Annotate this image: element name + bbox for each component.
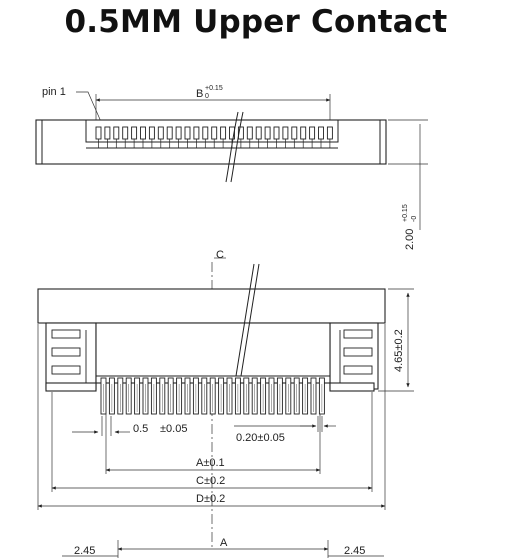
page-title: 0.5MM Upper Contact	[64, 4, 448, 40]
top-pin-slot	[202, 126, 209, 140]
left-rib	[51, 347, 81, 357]
height-tol-upper: +0.15	[402, 204, 409, 222]
left-rib	[51, 365, 81, 375]
top-pin-slot	[318, 126, 324, 140]
side-ribs	[51, 329, 373, 383]
c-dim-label: C±0.2	[196, 475, 225, 487]
top-pin-slot	[184, 126, 191, 140]
top-pin-slot	[220, 126, 227, 140]
pitch-label: 0.5	[133, 423, 148, 435]
height2-label: 4.65±0.2	[393, 329, 405, 372]
top-pin-slot	[273, 126, 280, 140]
right-245-label: 2.45	[344, 545, 365, 557]
top-pin-slot	[282, 126, 289, 140]
top-pin-slot	[326, 126, 333, 140]
pinwidth-label: 0.20±0.05	[236, 432, 285, 444]
bottom-a-label: A	[220, 537, 228, 549]
centerline-label: C	[216, 249, 224, 261]
height-tol-lower: -0	[411, 216, 418, 222]
left-rib	[51, 329, 81, 339]
top-pin-slot	[246, 126, 253, 140]
right-rib	[343, 365, 373, 375]
top-pin-slot	[300, 126, 307, 140]
front-view: C 4.65±0.2 0.5 ±0.05	[37, 249, 414, 550]
top-pin-slot	[95, 126, 102, 140]
top-pin-slot	[166, 126, 173, 140]
top-pin-slot	[291, 126, 298, 140]
left-245-label: 2.45	[74, 545, 95, 557]
top-pin-slot	[157, 126, 164, 140]
top-pin-slot	[131, 126, 138, 140]
left-foot	[45, 382, 97, 392]
top-pin-slot	[122, 126, 129, 140]
top-pin-slot	[148, 126, 155, 140]
top-pin-slot	[264, 126, 271, 140]
right-rib	[343, 347, 373, 357]
top-break-line-2	[230, 111, 244, 183]
top-pin-slot	[175, 126, 182, 140]
top-pin-row	[95, 126, 333, 148]
pitch-tol-label: ±0.05	[160, 423, 187, 435]
front-main-body	[95, 322, 331, 384]
top-pin-slot	[193, 126, 200, 140]
b-tol-upper: +0.15	[205, 85, 223, 92]
b-dimension-label: B	[196, 88, 203, 100]
a-dim-label: A±0.1	[196, 457, 225, 469]
top-view: pin 1 B +0.15 0 2.00 +0.15 -0	[35, 85, 428, 250]
b-tol-lower: 0	[205, 93, 209, 100]
front-housing-top	[37, 288, 386, 324]
front-break-line-2	[240, 263, 260, 377]
top-pin-slot	[113, 126, 120, 140]
pcb-layout-dims: A 2.45 2.45	[62, 537, 384, 558]
right-foot	[329, 382, 375, 392]
top-pin-slot	[140, 126, 146, 140]
top-contact-slot	[85, 119, 339, 143]
height-label: 2.00	[404, 229, 416, 250]
front-pin-row	[100, 377, 325, 415]
pin1-leader	[76, 91, 103, 125]
top-break-line	[225, 111, 239, 183]
d-dim-label: D±0.2	[196, 493, 225, 505]
top-pin-slot	[309, 126, 316, 140]
top-pin-slot	[255, 126, 262, 140]
pin1-label: pin 1	[42, 86, 66, 98]
top-pin-slot	[104, 126, 111, 140]
front-break-line	[235, 263, 255, 377]
right-rib	[343, 329, 373, 339]
top-pin-slot	[211, 126, 218, 140]
